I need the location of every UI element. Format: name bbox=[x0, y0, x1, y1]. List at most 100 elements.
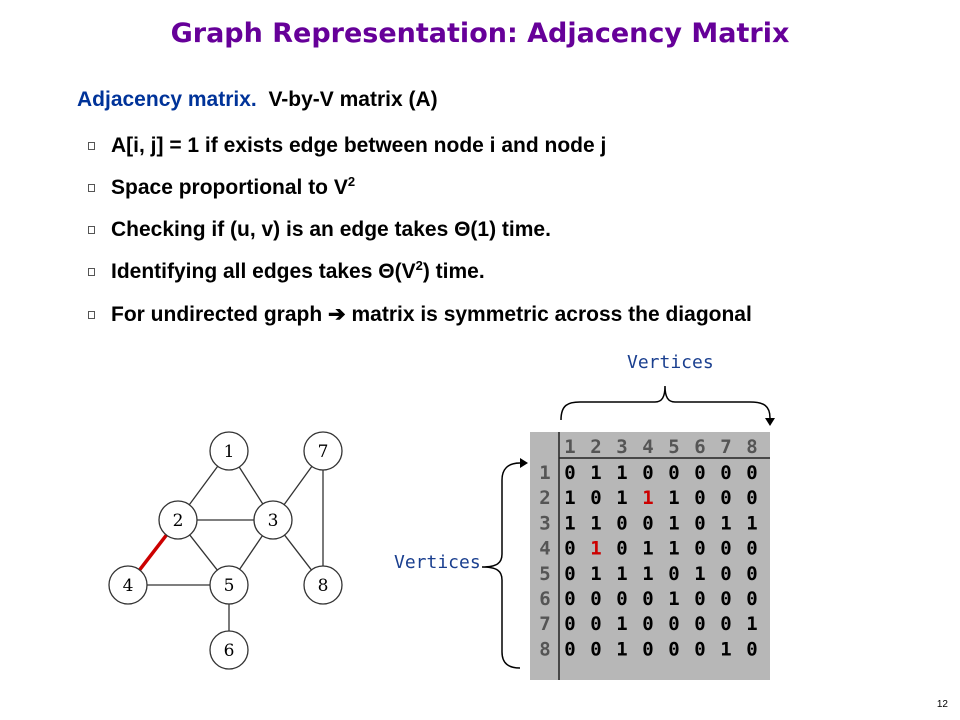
matrix-cell: 0 bbox=[694, 538, 705, 560]
matrix-cell: 0 bbox=[642, 512, 653, 534]
edge-3-8 bbox=[284, 534, 312, 571]
matrix-cell: 0 bbox=[746, 487, 757, 509]
matrix-cell: 1 bbox=[590, 538, 601, 560]
matrix-cell: 1 bbox=[668, 538, 679, 560]
matrix-cell: 0 bbox=[746, 538, 757, 560]
subtitle-lead: Adjacency matrix. bbox=[77, 88, 257, 111]
matrix-col-header: 2 bbox=[590, 436, 601, 458]
edge-3-7 bbox=[283, 466, 313, 505]
matrix-cell: 0 bbox=[642, 638, 653, 660]
matrix-cell: 0 bbox=[642, 613, 653, 635]
matrix-row-header: 1 bbox=[539, 462, 550, 484]
bullet-4-superscript: 2 bbox=[415, 258, 423, 273]
bullet-3: Checking if (u, v) is an edge takes Θ(1)… bbox=[88, 218, 551, 242]
matrix-col-header: 8 bbox=[746, 436, 757, 458]
matrix-cell: 0 bbox=[564, 563, 575, 585]
matrix-cell: 1 bbox=[694, 563, 705, 585]
matrix-cell: 1 bbox=[668, 512, 679, 534]
bullet-2-text: Space proportional to V bbox=[111, 176, 348, 199]
bullet-marker-icon bbox=[88, 142, 95, 151]
matrix-cell: 1 bbox=[668, 487, 679, 509]
matrix-cell: 1 bbox=[668, 588, 679, 610]
top-brace-arrowhead bbox=[765, 418, 775, 426]
matrix-cell: 0 bbox=[590, 588, 601, 610]
bullet-2: Space proportional to V2 bbox=[88, 175, 355, 200]
subtitle-rest: V-by-V matrix (A) bbox=[268, 88, 438, 111]
edge-2-4 bbox=[138, 533, 168, 572]
node-label-6: 6 bbox=[224, 641, 235, 661]
bullet-4-text-pre: Identifying all edges takes Θ(V bbox=[111, 260, 416, 283]
matrix-cell: 0 bbox=[746, 588, 757, 610]
matrix-cell: 0 bbox=[694, 487, 705, 509]
bullet-1: A[i, j] = 1 if exists edge between node … bbox=[88, 134, 606, 158]
matrix-cell: 0 bbox=[694, 613, 705, 635]
matrix-row-header: 7 bbox=[539, 613, 550, 635]
node-5 bbox=[209, 565, 249, 605]
matrix-col-header: 1 bbox=[564, 436, 575, 458]
matrix-cell: 0 bbox=[564, 613, 575, 635]
graph-nodes: 1 2 3 4 5 6 7 8 bbox=[108, 431, 343, 670]
matrix-cell: 0 bbox=[590, 613, 601, 635]
matrix-cell: 1 bbox=[564, 487, 575, 509]
matrix-row-header: 6 bbox=[539, 588, 550, 610]
node-6 bbox=[209, 630, 249, 670]
matrix-cell: 0 bbox=[668, 613, 679, 635]
graph-edges bbox=[138, 465, 324, 631]
matrix-cell: 0 bbox=[590, 638, 601, 660]
bullet-3-text: Checking if (u, v) is an edge takes Θ(1)… bbox=[111, 218, 551, 241]
matrix-col-header: 3 bbox=[616, 436, 627, 458]
node-label-3: 3 bbox=[268, 511, 279, 531]
matrix-cell: 1 bbox=[564, 512, 575, 534]
node-3 bbox=[253, 500, 293, 540]
matrix-cell: 1 bbox=[642, 563, 653, 585]
matrix-cell: 0 bbox=[694, 638, 705, 660]
edge-3-5 bbox=[239, 535, 263, 570]
matrix-cell: 1 bbox=[590, 563, 601, 585]
matrix-cell: 0 bbox=[642, 588, 653, 610]
subtitle: Adjacency matrix. V-by-V matrix (A) bbox=[77, 88, 438, 112]
matrix-cell: 0 bbox=[564, 538, 575, 560]
matrix-cell: 0 bbox=[746, 462, 757, 484]
bullet-marker-icon bbox=[88, 311, 95, 320]
matrix-cell: 0 bbox=[616, 538, 627, 560]
matrix-cell: 0 bbox=[564, 638, 575, 660]
matrix-cell: 0 bbox=[616, 512, 627, 534]
matrix-cell: 0 bbox=[616, 588, 627, 610]
bullet-marker-icon bbox=[88, 226, 95, 235]
matrix-cell: 1 bbox=[590, 462, 601, 484]
bullet-5-text-post: matrix is symmetric across the diagonal bbox=[351, 303, 752, 326]
matrix-row-header: 5 bbox=[539, 563, 550, 585]
matrix-cell: 0 bbox=[694, 512, 705, 534]
slide-title: Graph Representation: Adjacency Matrix bbox=[170, 18, 790, 49]
matrix-cell: 0 bbox=[720, 462, 731, 484]
matrix-cell: 1 bbox=[746, 613, 757, 635]
node-label-2: 2 bbox=[173, 511, 184, 531]
edge-1-3 bbox=[238, 466, 264, 505]
matrix-cell: 0 bbox=[668, 462, 679, 484]
bullet-5-text-pre: For undirected graph bbox=[111, 303, 323, 326]
node-label-7: 7 bbox=[318, 442, 329, 462]
matrix-cell: 0 bbox=[694, 462, 705, 484]
matrix-cell: 1 bbox=[616, 487, 627, 509]
bullet-4-text-post: ) time. bbox=[422, 260, 485, 283]
matrix-col-header: 7 bbox=[720, 436, 731, 458]
vertices-label-top: Vertices bbox=[627, 352, 714, 373]
node-label-4: 4 bbox=[123, 576, 134, 596]
right-arrow-icon: ➔ bbox=[328, 303, 346, 326]
matrix-cell: 0 bbox=[668, 638, 679, 660]
node-label-8: 8 bbox=[318, 576, 329, 596]
top-brace bbox=[560, 385, 771, 421]
left-brace bbox=[481, 462, 521, 669]
matrix-cell: 1 bbox=[616, 462, 627, 484]
node-label-1: 1 bbox=[224, 442, 235, 462]
matrix-cell: 0 bbox=[720, 588, 731, 610]
node-2 bbox=[158, 500, 198, 540]
matrix-cell: 0 bbox=[720, 538, 731, 560]
matrix-cell: 1 bbox=[720, 638, 731, 660]
node-label-5: 5 bbox=[224, 576, 235, 596]
matrix-cell: 0 bbox=[694, 588, 705, 610]
matrix-cell: 1 bbox=[590, 512, 601, 534]
matrix-cell: 1 bbox=[746, 512, 757, 534]
